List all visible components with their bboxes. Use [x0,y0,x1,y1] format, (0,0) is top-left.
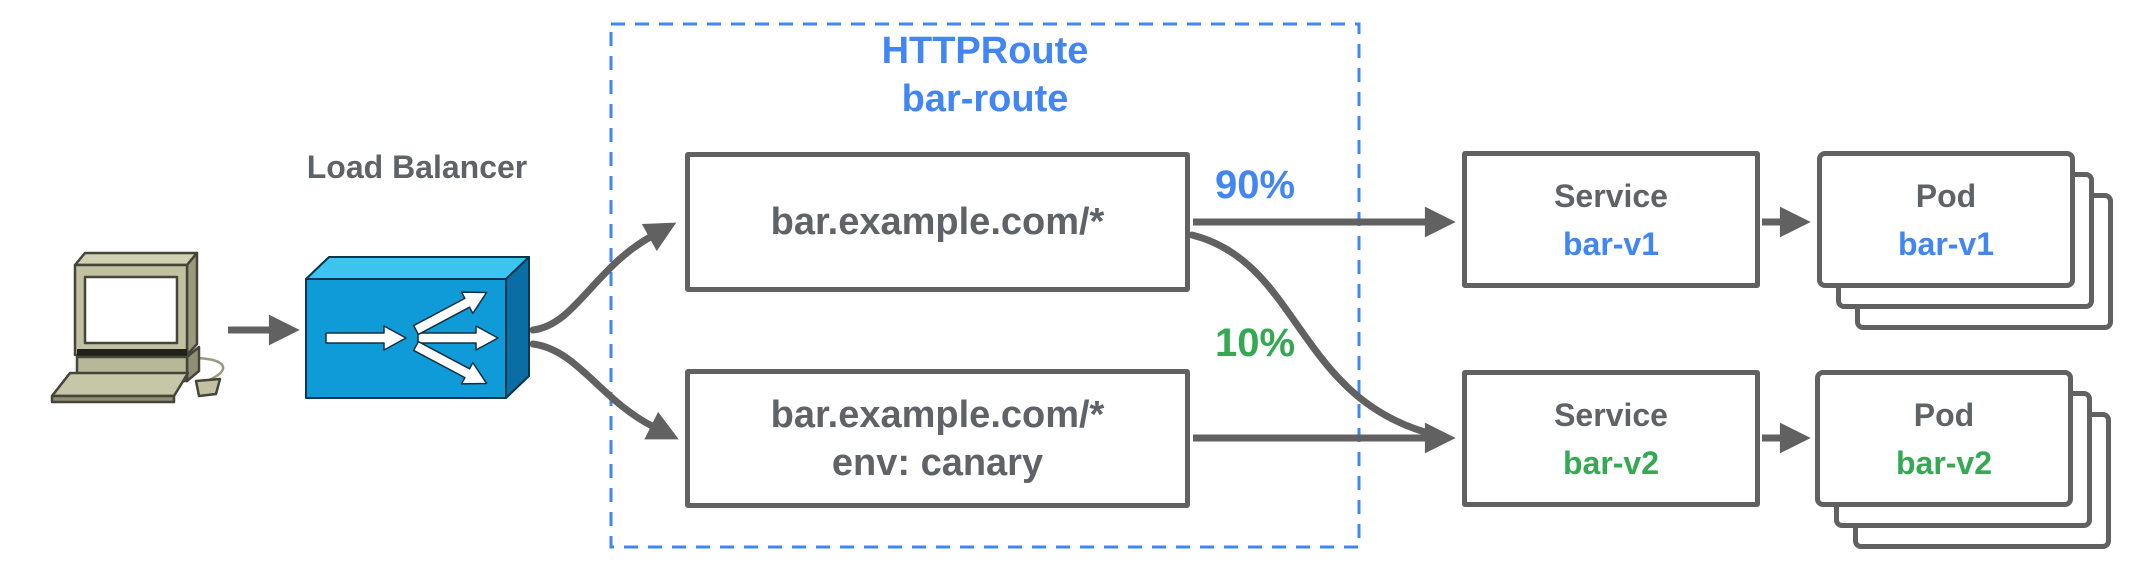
desktop-computer-icon [50,251,225,404]
pod-group-bar-v2: Pod bar-v2 [1815,370,2115,555]
route-rule-canary-match: env: canary [831,441,1044,484]
load-balancer-label: Load Balancer [306,149,528,185]
weight-primary-label: 90% [1214,163,1296,207]
service-name-label: bar-v2 [1562,444,1660,481]
route-rule-canary-box: bar.example.com/* env: canary [685,369,1190,508]
httproute-dashed-border [609,22,1361,549]
pod-group-bar-v1: Pod bar-v1 [1817,151,2117,336]
canary-split-curve [1188,231,1436,438]
pod-kind-label: Pod [1913,396,1975,433]
pod-kind-label: Pod [1915,177,1977,214]
load-balancer-icon [305,256,530,399]
weight-canary-label: 10% [1214,321,1296,365]
pod-bar-v2-box: Pod bar-v2 [1815,370,2073,507]
route-rule-primary-box: bar.example.com/* [685,152,1190,292]
pod-name-label: bar-v2 [1895,444,1993,481]
pod-bar-v1-box: Pod bar-v1 [1817,151,2075,288]
service-kind-label: Service [1554,177,1668,214]
httproute-title: HTTPRoute bar-route [610,27,1360,123]
service-kind-label: Service [1554,396,1668,433]
route-rule-canary-host: bar.example.com/* [770,393,1105,436]
pod-name-label: bar-v1 [1897,225,1995,262]
service-bar-v1-box: Service bar-v1 [1462,151,1760,288]
lb-to-rule1-arrow [529,222,677,334]
httproute-name-label: bar-route [901,78,1069,120]
route-rule-primary-host: bar.example.com/* [770,201,1105,243]
lb-to-rule2-arrow [529,340,679,440]
httproute-kind-label: HTTPRoute [881,30,1089,72]
service-bar-v2-box: Service bar-v2 [1462,370,1760,507]
service-name-label: bar-v1 [1562,225,1660,262]
